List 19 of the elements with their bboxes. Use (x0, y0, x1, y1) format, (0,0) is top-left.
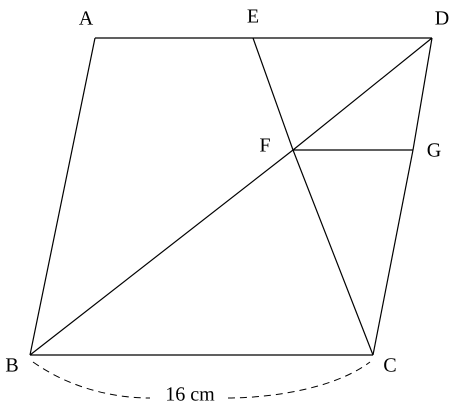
dimension-label: 16 cm (167, 387, 214, 401)
line-segment (95, 37, 253, 39)
line-segment (29, 38, 96, 356)
node-text: B (6, 358, 18, 372)
node-text: G (428, 143, 441, 157)
line-segment (253, 37, 432, 39)
node-text: E (247, 9, 258, 23)
node-text: A (78, 11, 94, 25)
line-segment (252, 38, 294, 150)
line-segment (292, 38, 432, 150)
line-segment (292, 150, 374, 356)
line-segment (30, 354, 373, 356)
line-segment (293, 149, 413, 151)
node-text: C (384, 358, 396, 372)
line-segment (412, 38, 433, 150)
node-text: F (260, 138, 270, 152)
line-segment (30, 150, 294, 356)
line-segment (372, 150, 414, 356)
node-text: D (435, 11, 448, 25)
